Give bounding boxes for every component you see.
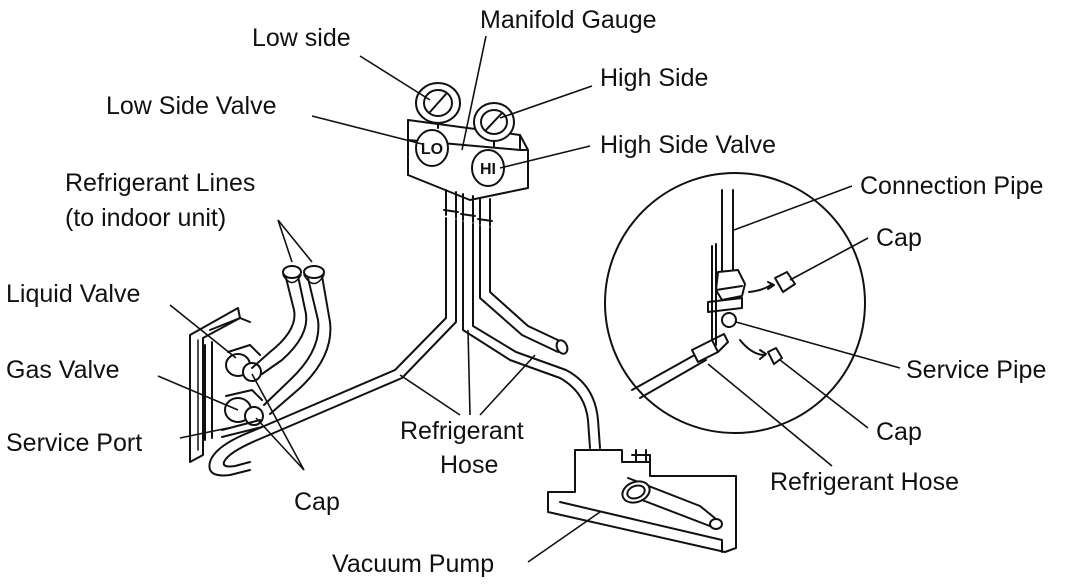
high-side-gauge: [473, 102, 515, 147]
label-high-side-valve: High Side Valve: [600, 131, 776, 159]
labels: Manifold Gauge Low side High Side Low Si…: [6, 6, 1046, 578]
label-liquid-valve: Liquid Valve: [6, 280, 140, 308]
label-gas-valve: Gas Valve: [6, 356, 119, 384]
low-side-valve-knob: LO: [415, 129, 449, 167]
label-refrigerant-hose-1: Refrigerant: [400, 417, 524, 445]
high-side-valve-knob: HI: [471, 149, 505, 187]
label-high-side: High Side: [600, 64, 708, 92]
manifold-gauge: LO HI: [407, 82, 529, 227]
label-cap-top: Cap: [876, 224, 922, 252]
hi-mark: HI: [480, 161, 496, 178]
refrigerant-hoses: [208, 217, 601, 477]
label-low-side-valve: Low Side Valve: [106, 92, 276, 120]
leader-lines: [157, 35, 901, 563]
label-refrigerant-lines-1: Refrigerant Lines: [65, 169, 255, 197]
label-service-pipe: Service Pipe: [906, 356, 1046, 384]
label-refrigerant-hose-2: Hose: [440, 451, 498, 479]
label-low-side: Low side: [252, 24, 351, 52]
label-refrigerant-hose-detail: Refrigerant Hose: [770, 468, 959, 496]
label-service-port: Service Port: [6, 429, 142, 457]
label-cap-bottom: Cap: [876, 418, 922, 446]
label-refrigerant-lines-2: (to indoor unit): [65, 204, 226, 232]
vacuum-pump: [547, 449, 737, 553]
label-cap-left: Cap: [294, 488, 340, 516]
lo-mark: LO: [421, 141, 443, 158]
label-connection-pipe: Connection Pipe: [860, 172, 1043, 200]
low-side-gauge: [415, 82, 461, 129]
refrigerant-lines-to-indoor: [251, 265, 332, 415]
service-valve-detail: [604, 172, 866, 434]
label-vacuum-pump: Vacuum Pump: [332, 550, 494, 578]
outdoor-unit-valve-panel: [189, 307, 264, 463]
label-manifold-gauge: Manifold Gauge: [480, 6, 657, 34]
